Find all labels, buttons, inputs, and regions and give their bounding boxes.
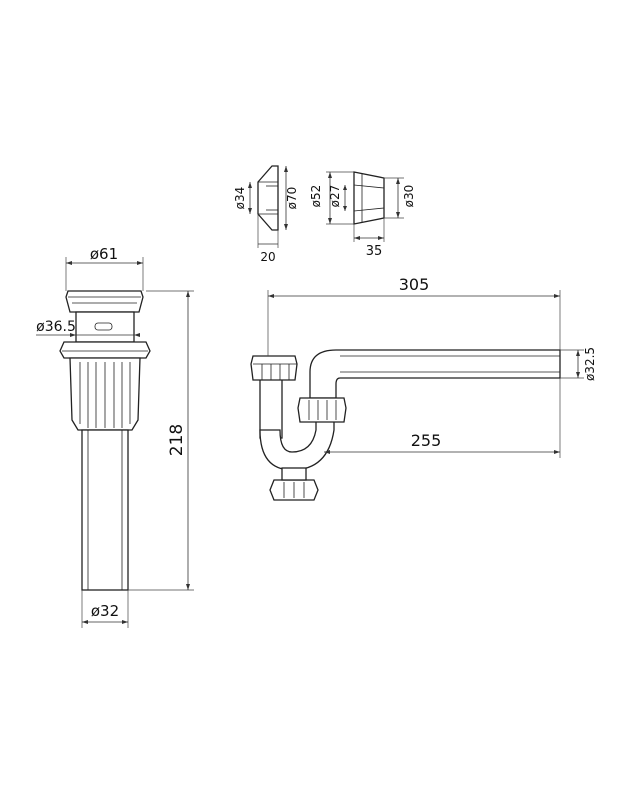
waste-tail-pipe xyxy=(81,429,129,591)
label-trap-arm: 255 xyxy=(411,431,442,450)
label-trap-pipe: ø32.5 xyxy=(583,347,597,381)
wall-flange: ø34 ø70 20 xyxy=(233,165,299,264)
dim-trap-pipe: ø32.5 xyxy=(560,347,597,381)
waste-body xyxy=(75,311,135,343)
label-height: 218 xyxy=(167,424,187,456)
p-trap xyxy=(250,349,561,501)
trap-arm xyxy=(309,349,561,399)
dim-top-diameter: ø61 xyxy=(65,245,144,291)
label-pipe-diameter: ø32 xyxy=(91,602,119,620)
label-flange-inner: ø34 xyxy=(233,187,247,210)
dim-body-diameter: ø36.5 xyxy=(36,319,140,337)
overflow-slot xyxy=(94,322,113,331)
label-reducer-outer: ø52 xyxy=(309,185,323,208)
label-reducer-small: ø30 xyxy=(402,185,416,208)
pop-up-waste xyxy=(59,290,151,591)
dim-pipe-diameter: ø32 xyxy=(81,590,129,628)
label-trap-length: 305 xyxy=(399,275,430,294)
label-reducer-length: 35 xyxy=(366,244,383,259)
dim-trap-length: 305 xyxy=(267,275,561,356)
reducer-body xyxy=(353,171,385,225)
trap-cleanout-neck xyxy=(281,467,307,481)
waste-cap xyxy=(65,290,144,313)
label-flange-outer: ø70 xyxy=(285,187,299,210)
label-top-diameter: ø61 xyxy=(90,245,118,263)
dim-trap-arm: 255 xyxy=(324,378,561,458)
reducer-washer: ø52 ø27 ø30 35 xyxy=(309,171,416,259)
label-flange-depth: 20 xyxy=(260,250,275,264)
label-body-diameter: ø36.5 xyxy=(36,319,76,335)
trap-inlet-pipe xyxy=(259,377,283,439)
flange-ring xyxy=(257,165,279,231)
waste-flange xyxy=(59,341,151,359)
trap-inlet-nut xyxy=(250,355,298,381)
label-reducer-inner: ø27 xyxy=(328,185,342,208)
trap-riser-nut xyxy=(297,397,347,423)
dim-height: 218 xyxy=(128,290,194,591)
